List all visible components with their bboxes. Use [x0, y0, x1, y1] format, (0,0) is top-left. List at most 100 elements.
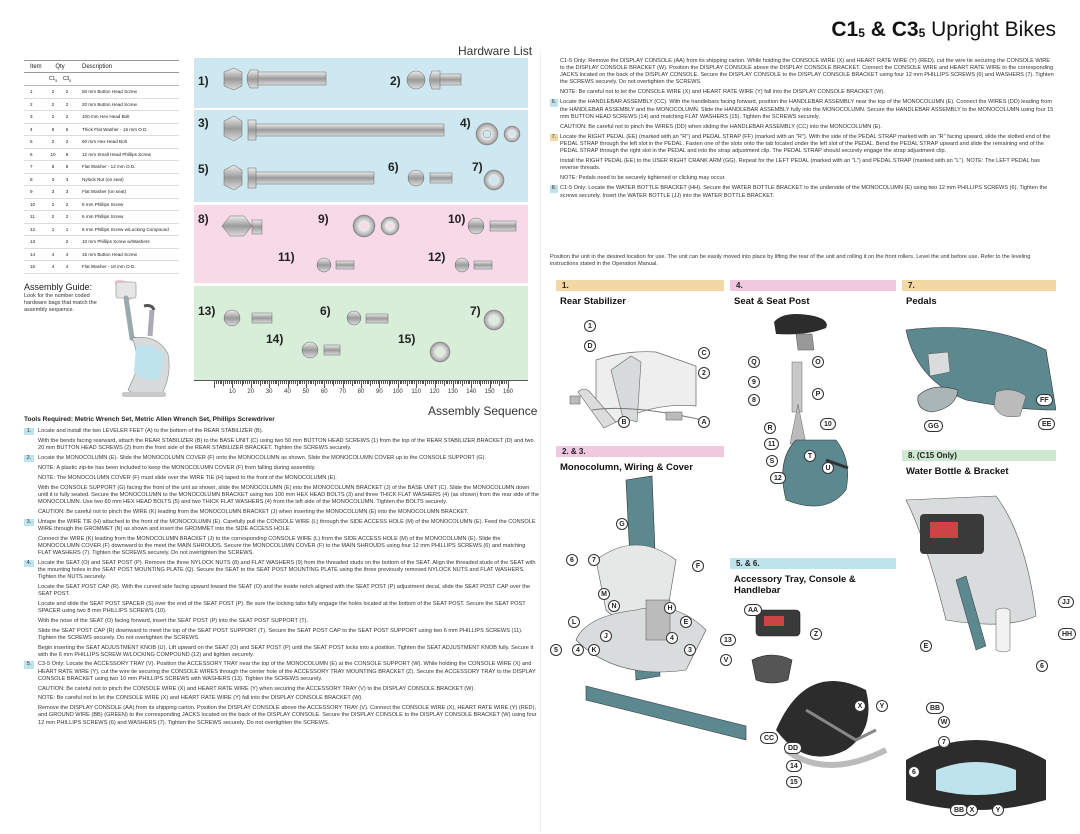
ruler-tick	[397, 381, 399, 388]
parts-cell-item: 2	[30, 101, 33, 107]
ruler-tick	[331, 381, 333, 384]
step-text: NOTE: Be careful not to let the CONSOLE …	[560, 89, 885, 96]
ruler-tick	[377, 381, 379, 384]
hw-label-2: 2)	[390, 74, 401, 88]
section-1-title: Rear Stabilizer	[560, 296, 626, 307]
ruler-tick	[300, 381, 302, 384]
parts-cell-item: 9	[30, 189, 33, 195]
parts-cell-item: 10	[30, 201, 36, 207]
ruler-tick	[491, 381, 493, 384]
step-number: 4.	[24, 559, 34, 567]
step-number: 5.	[24, 661, 34, 669]
bolt-2-image	[406, 70, 462, 90]
ruler-tick	[362, 381, 364, 384]
ruler-tick	[333, 381, 335, 386]
callout-s4: 11	[764, 438, 780, 450]
assembly-illustrations	[569, 314, 1056, 810]
parts-cell-item: 1	[30, 89, 33, 95]
step-text: Locate the HANDLEBAR ASSEMBLY (CC). With…	[560, 99, 1054, 120]
callout-s56: 14	[786, 760, 802, 772]
parts-table-subheader: C15 C35	[24, 73, 179, 86]
ruler-tick	[291, 381, 293, 384]
ruler-tick	[427, 381, 429, 384]
parts-cell-c1: 2	[51, 89, 55, 95]
step-paragraph: NOTE: Be careful not to let the CONSOLE …	[24, 695, 540, 702]
screw-14-image	[301, 341, 341, 359]
parts-cell-c1: 2	[51, 114, 55, 120]
ruler-tick	[451, 381, 453, 384]
hw-label-11: 11)	[278, 250, 295, 264]
washer-7-image	[483, 169, 505, 191]
parts-cell-c1: 5	[51, 126, 55, 132]
assembly-guide-text: Look for the number coded hardware bags …	[24, 293, 97, 313]
ruler-tick	[454, 381, 456, 384]
ruler-tick	[379, 381, 381, 388]
parts-cell-c3: 2	[65, 214, 69, 220]
bolt-3-image	[223, 115, 445, 142]
ruler-tick	[289, 381, 291, 384]
ruler-tick	[463, 381, 465, 384]
parts-cell-c3: 8	[65, 164, 69, 170]
ruler-tick	[478, 381, 480, 384]
callout-s4: 10	[820, 418, 836, 430]
ruler-tick	[304, 381, 306, 384]
callout-s1: 2	[698, 367, 710, 379]
step-number: 3.	[24, 518, 34, 526]
hardware-list-title: Hardware List	[458, 44, 533, 58]
parts-cell-desc: 20 mm Button Head Screw	[82, 101, 137, 107]
ruler-tick	[344, 381, 346, 384]
callout-s56: 15	[786, 776, 802, 788]
section-8-title: Water Bottle & Bracket	[906, 466, 1009, 477]
step-paragraph: With the nose of the SEAT (O) facing for…	[24, 618, 540, 625]
ruler-tick	[412, 381, 414, 384]
ruler-tick	[241, 381, 243, 386]
nut-8-image	[221, 215, 263, 237]
callout-s8: 6	[1036, 660, 1048, 672]
callout-s23: G	[616, 518, 628, 530]
callout-s23: H	[664, 602, 676, 614]
parts-cell-c3: 8	[65, 151, 69, 157]
step-number: 8.	[550, 185, 558, 193]
section-7-title: Pedals	[906, 296, 937, 307]
parts-cell-c1: 1	[51, 226, 55, 232]
ruler-tick	[267, 381, 269, 384]
step-text: Begin inserting the SEAT ADJUSTMENT KNOB…	[38, 644, 534, 658]
parts-cell-c1: 3	[51, 189, 55, 195]
ruler-tick	[359, 381, 361, 384]
parts-cell-c3: 4	[65, 251, 69, 257]
ruler-tick	[386, 381, 388, 384]
ruler-tick	[315, 381, 317, 386]
ruler-tick	[243, 381, 245, 384]
parts-cell-desc: Flat Washer - 18 mm O.D.	[82, 264, 136, 270]
step-paragraph: 6.Locate the HANDLEBAR ASSEMBLY (CC). Wi…	[550, 99, 1056, 120]
step-text: NOTE: Pedals need to be securely tighten…	[560, 175, 726, 182]
callout-s7: GG	[924, 420, 943, 432]
seat-illustration	[774, 314, 849, 507]
parts-cell-item: 6	[30, 151, 33, 157]
ruler-label: 90	[376, 389, 383, 395]
callout-s8: E	[920, 640, 932, 652]
ruler-tick	[311, 381, 313, 384]
ruler-tick	[316, 381, 318, 384]
column-divider	[540, 52, 541, 832]
ruler-tick	[230, 381, 232, 384]
step-paragraph: C1-5 Only: Remove the DISPLAY CONSOLE (A…	[550, 58, 1056, 86]
ruler-tick	[489, 381, 491, 388]
step-paragraph: Begin inserting the SEAT ADJUSTMENT KNOB…	[24, 645, 540, 659]
ruler-label: 100	[392, 389, 403, 395]
assembly-guide-title: Assembly Guide:	[24, 282, 93, 292]
ruler-label: 40	[284, 389, 291, 395]
parts-cell-c3: 2	[65, 139, 69, 145]
step-text: C1-5 Only: Locate the WATER BOTTLE BRACK…	[560, 185, 1048, 199]
ruler-tick	[322, 381, 324, 384]
washer-15-image	[429, 341, 451, 363]
step-text: With the bends facing rearward, attach t…	[38, 437, 534, 451]
callout-s56: X	[966, 804, 978, 816]
section-1-bar: 1.	[556, 280, 724, 291]
